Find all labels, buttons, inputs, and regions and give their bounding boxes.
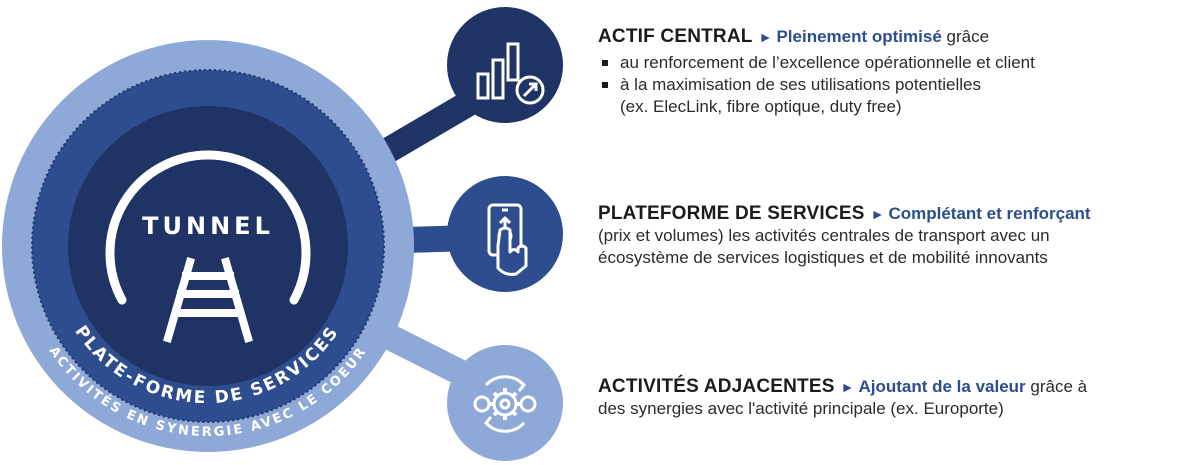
arrow-icon: ► <box>870 206 885 222</box>
actif-central-bullets: au renforcement de l’excellence opératio… <box>598 52 1188 96</box>
activites-adjacentes-block: ACTIVITÉS ADJACENTES ►Ajoutant de la vale… <box>598 376 1188 420</box>
activites-adjacentes-accent: Ajoutant de la valeur <box>858 377 1026 396</box>
arrow-icon: ► <box>840 379 855 395</box>
dotted-separator <box>31 69 385 423</box>
plateforme-services-node <box>447 176 563 292</box>
list-item: à la maximisation de ses utilisations po… <box>598 74 1188 96</box>
actif-central-title: ACTIF CENTRAL <box>598 26 753 47</box>
actif-central-node <box>447 7 563 123</box>
activites-adjacentes-node <box>447 345 563 461</box>
gears-cycle-icon <box>473 375 537 433</box>
activites-adjacentes-title: ACTIVITÉS ADJACENTES <box>598 376 835 397</box>
tunnel-arch <box>105 150 311 305</box>
activites-adjacentes-line-1: des synergies avec l'activité principale… <box>598 399 1004 418</box>
activites-adjacentes-tail: grâce à <box>1030 377 1088 396</box>
plateforme-services-heading: PLATEFORME DE SERVICES ►Complétant et ren… <box>598 203 1188 225</box>
center-label: TUNNEL <box>142 212 274 240</box>
tunnel-diagram: TUNNEL PLATE-FORME DE SERVICES ACTIVITÉS… <box>2 7 563 461</box>
plateforme-services-title: PLATEFORME DE SERVICES <box>598 203 865 224</box>
actif-central-accent: Pleinement optimisé <box>776 27 942 46</box>
plateforme-services-accent: Complétant et renforçant <box>888 204 1091 223</box>
plateforme-services-block: PLATEFORME DE SERVICES ►Complétant et ren… <box>598 203 1188 269</box>
actif-central-block: ACTIF CENTRAL►Pleinement optimisé grâce … <box>598 26 1188 118</box>
actif-central-note: (ex. ElecLink, fibre optique, duty free) <box>620 97 902 116</box>
list-item: au renforcement de l’excellence opératio… <box>598 52 1188 74</box>
phone-tap-icon <box>487 203 528 276</box>
rail-track-icon <box>163 257 253 343</box>
plateforme-services-line-2: écosystème de services logistiques et de… <box>598 248 1048 267</box>
core-circle <box>68 106 348 386</box>
chart-growth-icon <box>476 42 545 105</box>
actif-central-heading: ACTIF CENTRAL ►Pleinement optimisé grâce <box>598 26 1188 48</box>
arrow-icon: ► <box>758 29 773 45</box>
actif-central-tail: grâce <box>946 27 990 46</box>
plateforme-services-line-1: (prix et volumes) les activités centrale… <box>598 226 1050 245</box>
activites-adjacentes-heading: ACTIVITÉS ADJACENTES ►Ajoutant de la vale… <box>598 376 1188 398</box>
